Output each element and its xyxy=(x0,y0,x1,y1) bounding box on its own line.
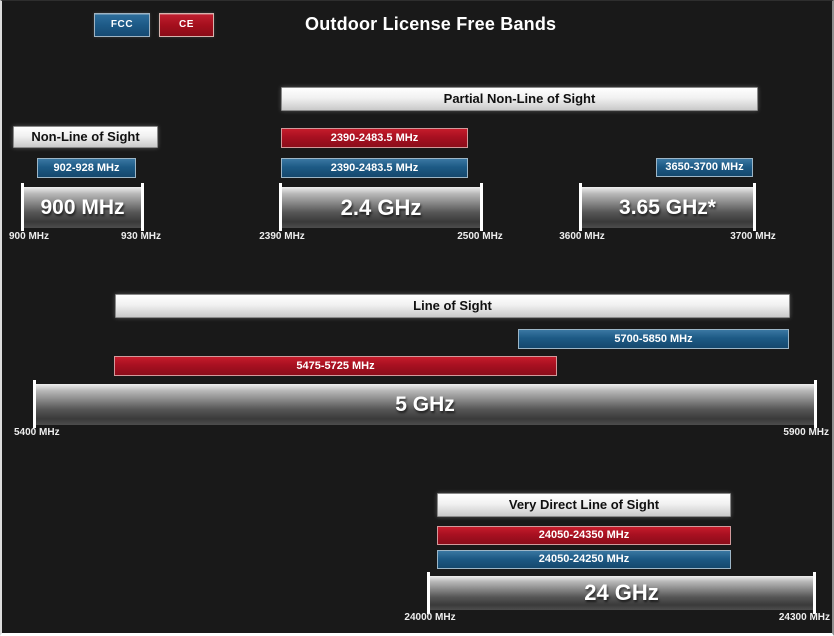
fcc-legend-chip: FCC xyxy=(94,13,150,37)
header-line-of-sight: Line of Sight xyxy=(115,294,790,318)
header-non-line-of-sight: Non-Line of Sight xyxy=(13,126,158,148)
band-end-tick-900mhz xyxy=(141,183,144,231)
axis-label-3-65ghz-end: 3700 MHz xyxy=(730,231,776,242)
band-bar-2-4ghz: 2.4 GHz xyxy=(282,187,480,228)
fcc-range-bar-3-65ghz: 3650-3700 MHz xyxy=(656,158,753,177)
band-bar-3-65ghz: 3.65 GHz* xyxy=(582,187,753,228)
axis-label-900mhz-start: 900 MHz xyxy=(9,231,50,242)
fcc-range-bar-900mhz: 902-928 MHz xyxy=(37,158,136,178)
axis-label-24ghz-start: 24000 MHz xyxy=(404,612,456,623)
band-start-tick-5ghz xyxy=(33,380,36,428)
fcc-range-bar-2-4ghz: 2390-2483.5 MHz xyxy=(281,158,468,178)
axis-label-24ghz-end: 24300 MHz xyxy=(778,612,830,623)
ce-range-bar-24ghz: 24050-24350 MHz xyxy=(437,526,731,545)
axis-label-2-4ghz-start: 2390 MHz xyxy=(259,231,305,242)
band-bar-900mhz: 900 MHz xyxy=(24,187,141,228)
axis-label-5ghz-end: 5900 MHz xyxy=(783,427,829,438)
band-start-tick-24ghz xyxy=(427,572,430,614)
ce-range-bar-2-4ghz: 2390-2483.5 MHz xyxy=(281,128,468,148)
fcc-range-bar-24ghz: 24050-24250 MHz xyxy=(437,550,731,569)
ce-range-bar-5ghz: 5475-5725 MHz xyxy=(114,356,557,376)
page-title: Outdoor License Free Bands xyxy=(305,14,557,34)
band-bar-5ghz: 5 GHz xyxy=(36,384,814,425)
band-end-tick-5ghz xyxy=(814,380,817,428)
fcc-range-bar-5ghz: 5700-5850 MHz xyxy=(518,329,789,349)
band-bar-24ghz: 24 GHz xyxy=(430,576,813,610)
band-start-tick-900mhz xyxy=(21,183,24,231)
band-start-tick-2-4ghz xyxy=(279,183,282,231)
header-very-direct-line-of-sight: Very Direct Line of Sight xyxy=(437,493,731,517)
axis-label-5ghz-start: 5400 MHz xyxy=(14,427,60,438)
band-end-tick-3-65ghz xyxy=(753,183,756,231)
header-partial-non-line-of-sight: Partial Non-Line of Sight xyxy=(281,87,758,111)
band-end-tick-2-4ghz xyxy=(480,183,483,231)
axis-label-2-4ghz-end: 2500 MHz xyxy=(457,231,503,242)
ce-legend-chip: CE xyxy=(159,13,214,37)
axis-label-900mhz-end: 930 MHz xyxy=(120,231,162,242)
axis-label-3-65ghz-start: 3600 MHz xyxy=(559,231,605,242)
band-start-tick-3-65ghz xyxy=(579,183,582,231)
band-end-tick-24ghz xyxy=(813,572,816,614)
